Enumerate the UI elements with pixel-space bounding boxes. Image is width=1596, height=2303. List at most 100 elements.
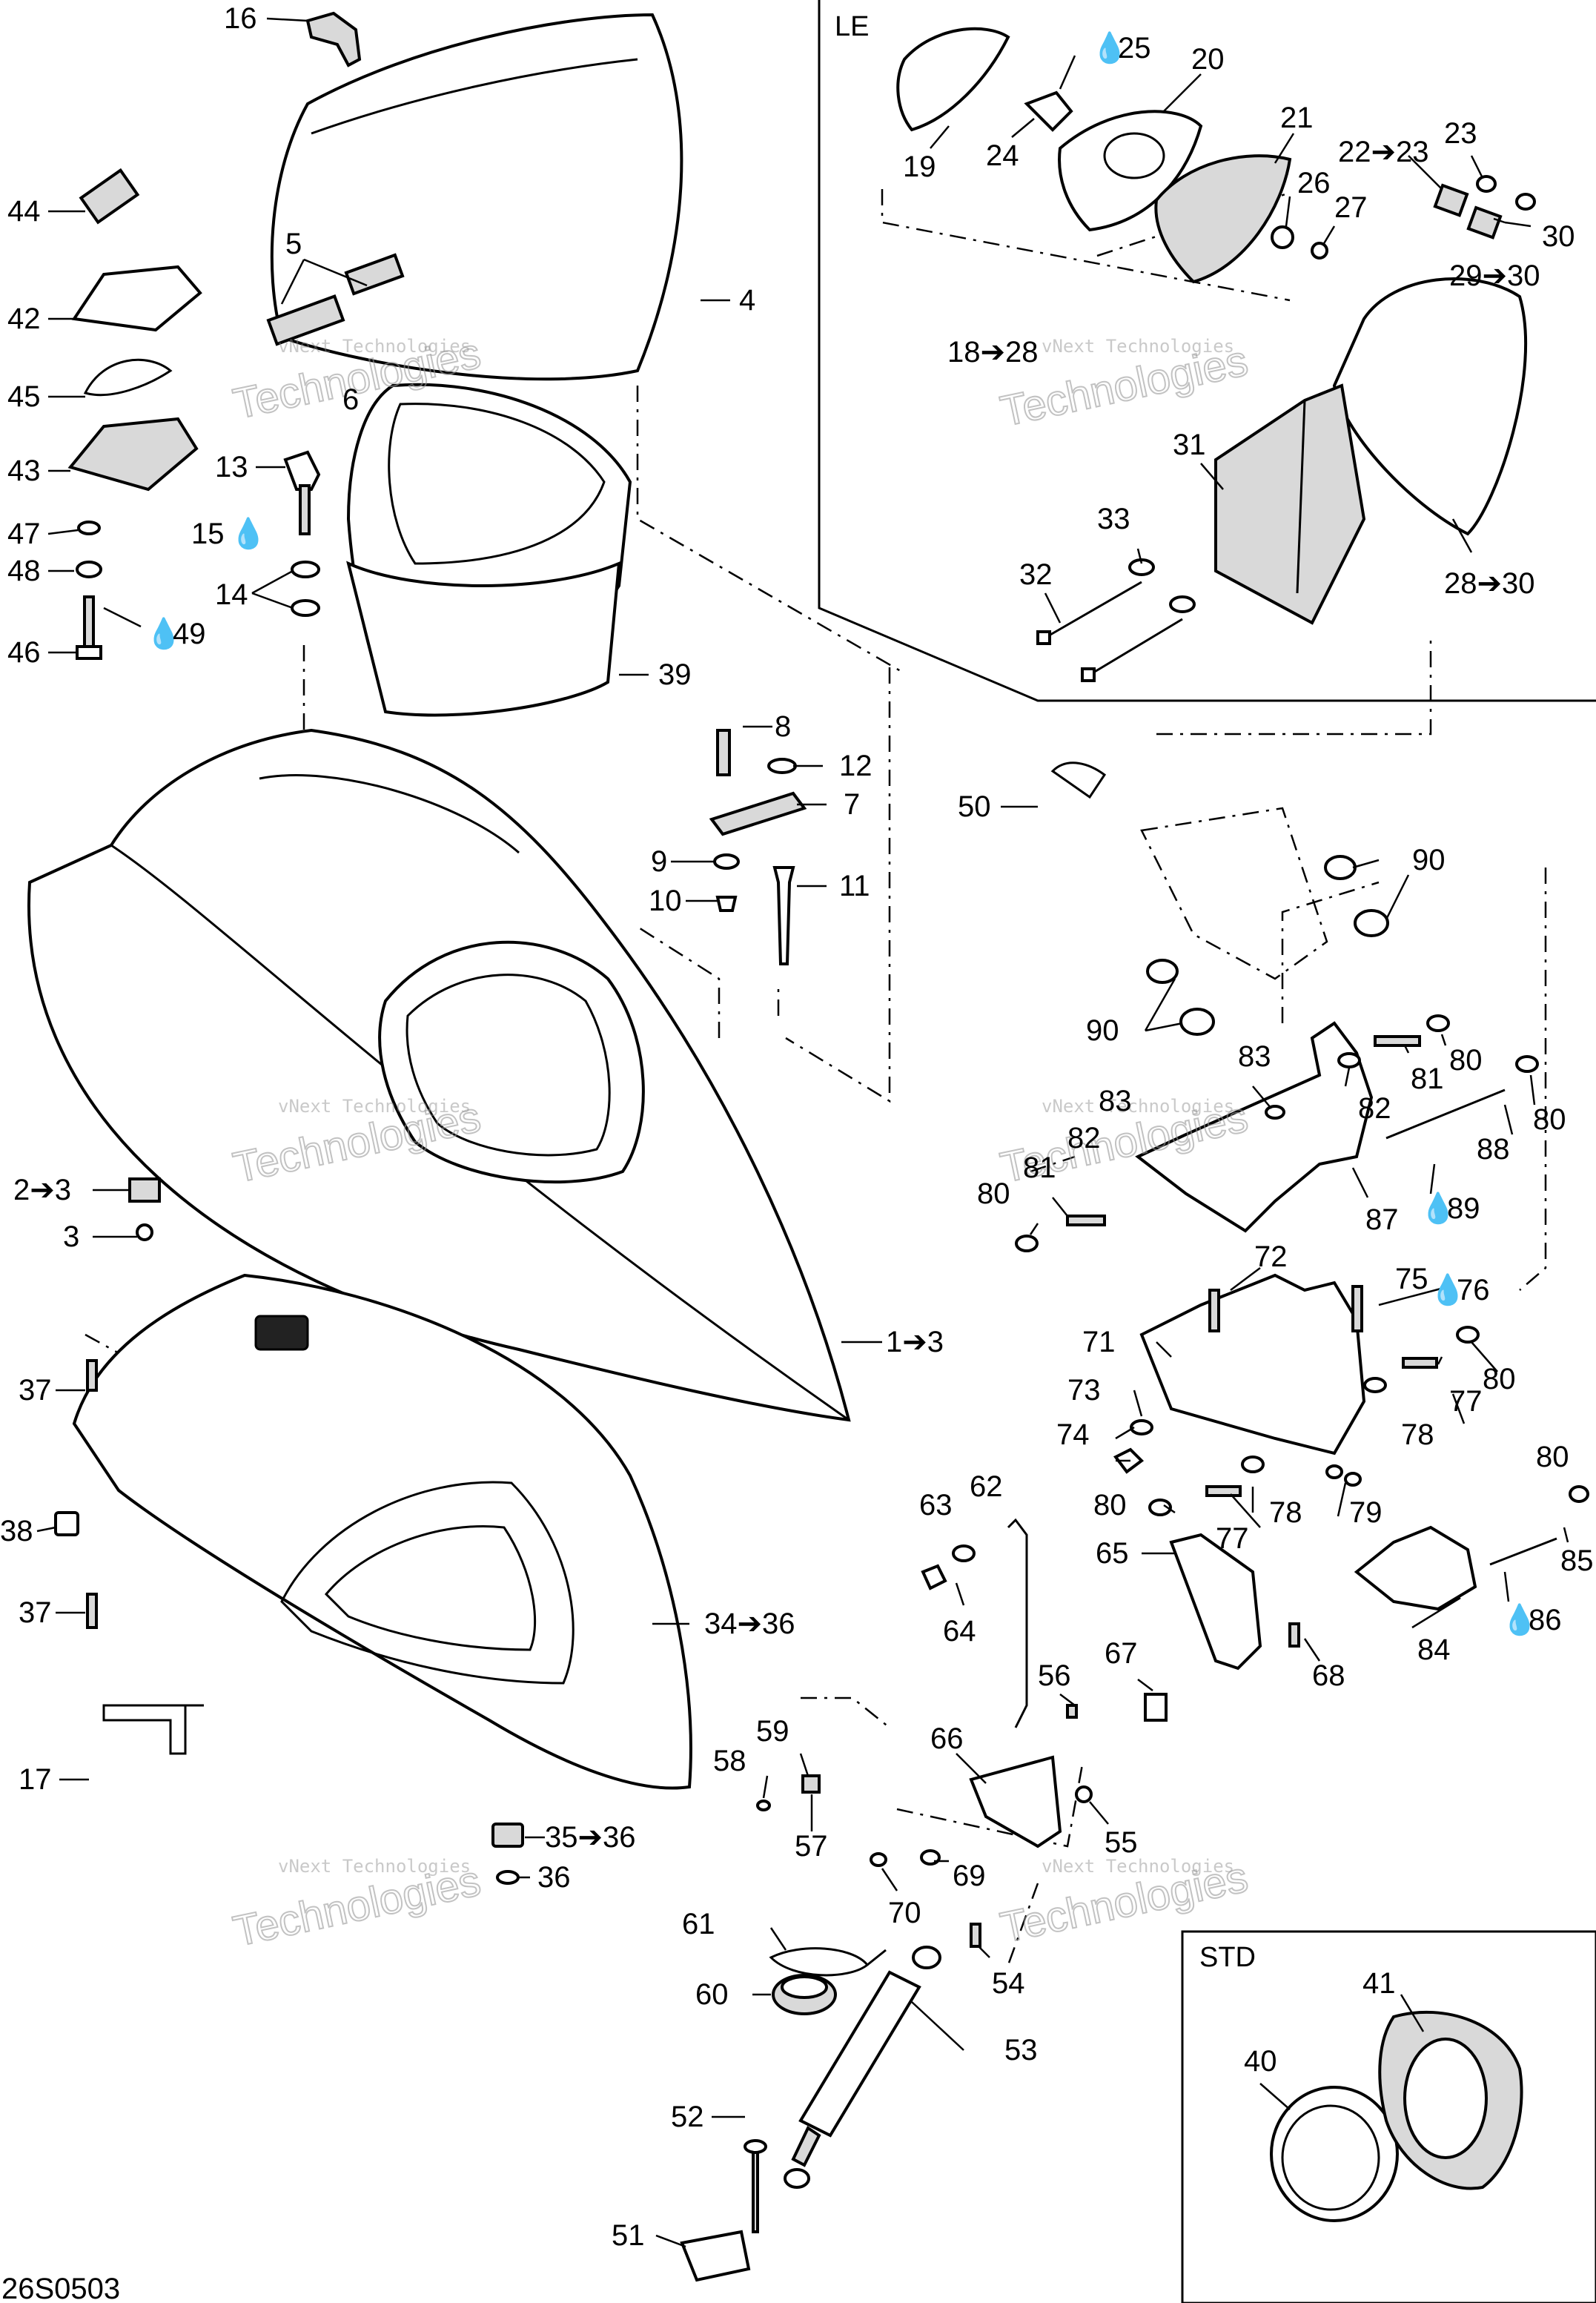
callout-81-mid: 81: [1023, 1152, 1056, 1184]
callout-4: 4: [739, 284, 755, 317]
callout-77-right: 77: [1449, 1385, 1483, 1418]
bracket-hardware-drawing: [1015, 1014, 1589, 1648]
callout-13: 13: [215, 451, 248, 483]
linkage-drawing: [756, 1518, 1168, 2015]
hood-main-drawing: [27, 728, 851, 1422]
drop-icon-76: 💧: [1429, 1272, 1466, 1306]
callout-50: 50: [958, 790, 991, 823]
le-box-label: LE: [835, 11, 869, 42]
callout-60: 60: [695, 1978, 729, 2011]
bracket-area-drawing: [1050, 761, 1477, 1671]
callout-26: 26: [1297, 167, 1331, 199]
callout-65: 65: [1096, 1537, 1129, 1570]
callout-80-left: 80: [977, 1177, 1010, 1210]
callout-83-mid: 83: [1099, 1085, 1132, 1117]
callout-14: 14: [215, 578, 248, 611]
callout-49: 49: [173, 618, 206, 650]
callout-9: 9: [651, 845, 667, 878]
callout-82-right: 82: [1358, 1092, 1391, 1125]
callout-15: 15: [191, 518, 225, 550]
callout-40: 40: [1244, 2045, 1277, 2078]
callout-42: 42: [7, 303, 41, 335]
callout-63: 63: [919, 1489, 953, 1521]
drop-icon-89: 💧: [1420, 1191, 1457, 1225]
callout-68: 68: [1312, 1659, 1345, 1692]
std-box-frame: [1181, 1930, 1596, 2303]
std-cap-parts-drawing: [1270, 2010, 1523, 2222]
callout-81-right: 81: [1411, 1063, 1444, 1095]
callout-84: 84: [1417, 1633, 1451, 1666]
callout-88: 88: [1477, 1133, 1510, 1166]
callout-82-mid: 82: [1067, 1122, 1101, 1154]
callout-80-center: 80: [1093, 1489, 1127, 1521]
callout-78-center: 78: [1269, 1496, 1302, 1529]
callout-62: 62: [970, 1470, 1003, 1503]
callout-2-to-3: 2➔3: [13, 1174, 71, 1206]
pads-5-drawing: [266, 253, 405, 346]
figure-code: 26S0503: [1, 2273, 120, 2303]
callout-64: 64: [943, 1615, 976, 1648]
gas-spring-drawing: [680, 1946, 941, 2282]
callout-22-to-23: 22➔23: [1338, 136, 1429, 168]
std-box-label: STD: [1199, 1942, 1256, 1973]
callout-30: 30: [1542, 220, 1575, 253]
callout-47: 47: [7, 518, 41, 550]
callout-16: 16: [224, 2, 257, 35]
callout-38: 38: [0, 1515, 33, 1547]
callout-29-to-30: 29➔30: [1449, 260, 1540, 292]
callout-25: 25: [1118, 32, 1151, 65]
watermark-text: vNext Technologies: [278, 336, 471, 357]
drop-icon-15: 💧: [230, 516, 267, 550]
callout-77-center: 77: [1216, 1522, 1249, 1555]
callout-85: 85: [1560, 1544, 1594, 1577]
hinge-hardware-drawing: [709, 729, 807, 965]
le-headlight-housing-drawing: [1214, 277, 1528, 625]
callout-51: 51: [612, 2219, 645, 2252]
callout-79: 79: [1349, 1496, 1383, 1529]
callout-10: 10: [649, 885, 682, 917]
callout-73: 73: [1067, 1374, 1101, 1407]
callout-90-top: 90: [1412, 844, 1446, 876]
callout-59: 59: [756, 1715, 789, 1748]
callout-67: 67: [1105, 1637, 1138, 1670]
callout-90-bottom: 90: [1086, 1014, 1119, 1047]
watermark-text: vNext Technologies: [1042, 1096, 1234, 1117]
callout-74: 74: [1056, 1418, 1090, 1451]
callout-52: 52: [671, 2101, 704, 2133]
callout-70: 70: [888, 1897, 921, 1929]
clip-16-drawing: [305, 11, 362, 67]
drop-icon-86: 💧: [1501, 1602, 1538, 1636]
le-box-frame: [818, 0, 1596, 702]
assembly-lines: [85, 189, 1547, 1966]
le-bolts-drawing: [1036, 558, 1196, 682]
watermark-layer: vNext Technologies Technologies vNext Te…: [228, 328, 1253, 1957]
callout-5: 5: [285, 228, 302, 260]
callout-80-right-top: 80: [1449, 1044, 1483, 1077]
drop-icon-25: 💧: [1091, 30, 1128, 65]
callout-21: 21: [1280, 102, 1314, 134]
watermark-text: vNext Technologies: [278, 1096, 471, 1117]
callout-35-to-36: 35➔36: [545, 1821, 636, 1854]
callout-48: 48: [7, 555, 41, 587]
callout-27: 27: [1334, 191, 1368, 224]
callout-83-top: 83: [1238, 1040, 1271, 1073]
callout-46: 46: [7, 636, 41, 669]
callout-80-right-bottom: 80: [1536, 1441, 1569, 1473]
callout-12: 12: [839, 750, 872, 782]
callout-39: 39: [658, 658, 692, 691]
le-lens-assembly-drawing: [896, 27, 1536, 284]
callout-54: 54: [992, 1967, 1025, 2000]
callout-71: 71: [1082, 1326, 1116, 1358]
callout-3: 3: [63, 1220, 79, 1253]
callout-41: 41: [1362, 1967, 1396, 2000]
storage-bin-drawing: [346, 383, 632, 717]
callout-80-right-mid: 80: [1533, 1103, 1566, 1136]
callout-17: 17: [19, 1763, 52, 1796]
callout-23: 23: [1444, 117, 1477, 150]
callout-61: 61: [682, 1908, 715, 1940]
callout-19: 19: [903, 151, 936, 183]
callout-53: 53: [1004, 2034, 1038, 2066]
callout-labels: 16 4 44 5 42 45 6 43 13 15 💧 47 48 14 46…: [0, 2, 1594, 2252]
callout-6: 6: [342, 383, 359, 416]
